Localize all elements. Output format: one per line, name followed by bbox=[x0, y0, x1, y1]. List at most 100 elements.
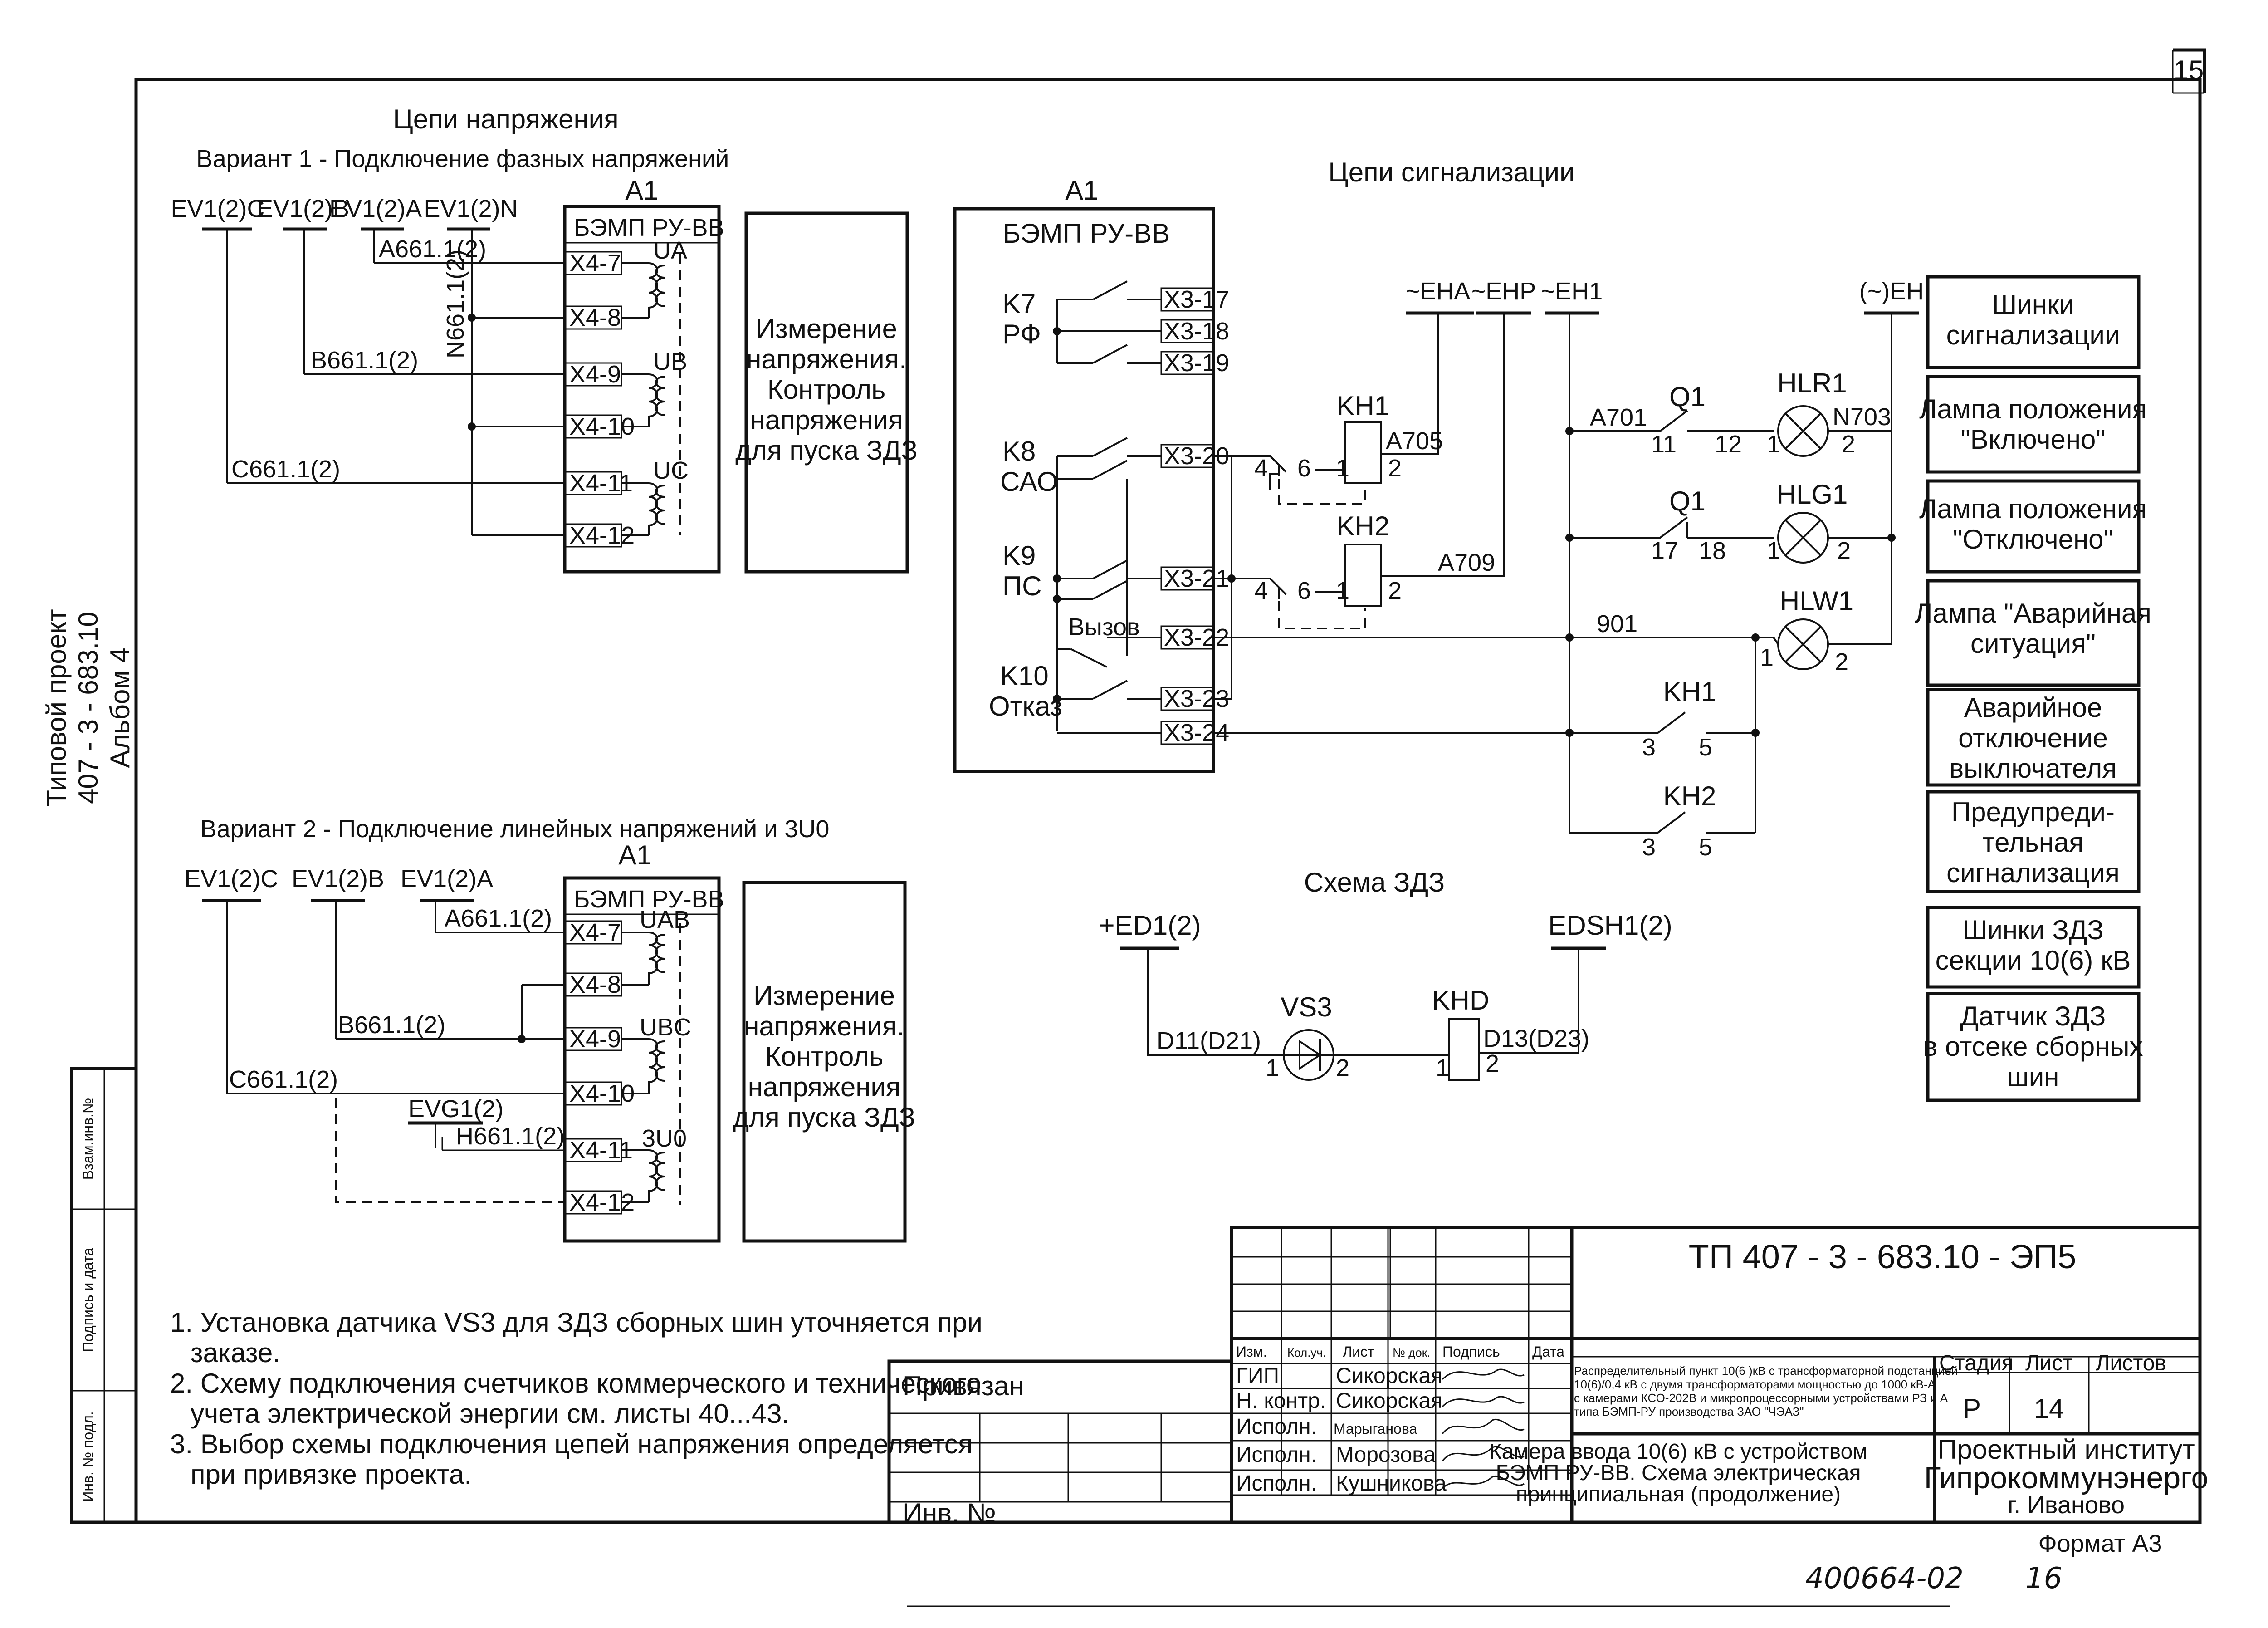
name-4: Морозова bbox=[1336, 1443, 1436, 1467]
role-5: Исполн. bbox=[1236, 1471, 1317, 1496]
signature-3 bbox=[1442, 1418, 1525, 1434]
m1-line-1: Измерение bbox=[756, 314, 897, 344]
kh2c-pin-3: 3 bbox=[1642, 834, 1656, 861]
kh2-pin-1: 1 bbox=[1336, 577, 1349, 604]
variant1-title: Вариант 1 - Подключение фазных напряжени… bbox=[196, 145, 729, 172]
bus-ehp: ~EHP bbox=[1471, 278, 1536, 305]
obj-desc-3: с камерами КСО-202В и микропроцессорными… bbox=[1574, 1391, 1948, 1405]
stage-label: Стадия bbox=[1939, 1351, 2014, 1375]
name-5: Кушникова bbox=[1336, 1471, 1447, 1496]
bus-eha: ~EHA bbox=[1406, 278, 1471, 305]
kh2c-pin-5: 5 bbox=[1699, 834, 1712, 861]
signal-diagram: A1 БЭМП РУ-ВВ K7 РФ K8 САО K9 ПС K10 Отк… bbox=[953, 175, 1924, 861]
v1-trans-ua: UA bbox=[653, 237, 687, 264]
name-1: Сикорская bbox=[1336, 1364, 1442, 1388]
vs3-pin-1: 1 bbox=[1266, 1054, 1279, 1082]
note-1b: заказе. bbox=[191, 1338, 280, 1368]
hdr-kol: Кол.уч. bbox=[1287, 1346, 1326, 1359]
khd-pin-1: 1 bbox=[1436, 1054, 1449, 1082]
legend-1b: сигнализации bbox=[1946, 320, 2120, 350]
v1-trans-uc: UC bbox=[653, 457, 689, 484]
zdz-diagram: +ED1(2) EDSH1(2) D11(D21) VS3 1 2 KHD 1 … bbox=[1099, 910, 1672, 1082]
v1-wire-n: N661.1(2) bbox=[442, 250, 469, 358]
v1-bus-n: EV1(2)N bbox=[424, 195, 518, 222]
v2-wire-evg: EVG1(2) bbox=[408, 1095, 503, 1123]
kh2-pin-2: 2 bbox=[1388, 577, 1402, 604]
tie-inv: Инв. № bbox=[903, 1498, 996, 1528]
hdr-podpis: Подпись bbox=[1442, 1344, 1500, 1360]
voltage-title: Цепи напряжения bbox=[393, 104, 618, 134]
lamp-hlw1: HLW1 bbox=[1780, 586, 1853, 616]
kh1-contact: KH1 bbox=[1663, 677, 1716, 707]
sig-term-3: X3-19 bbox=[1164, 349, 1229, 377]
zdz-sensor: VS3 bbox=[1281, 992, 1332, 1022]
signal-legend: Шинки сигнализации Лампа положения "Вклю… bbox=[1915, 275, 2151, 893]
tie-label: Привязан bbox=[903, 1371, 1024, 1401]
sheet-label: Лист bbox=[2025, 1351, 2072, 1375]
role-1: ГИП bbox=[1236, 1364, 1279, 1388]
relay-k8-func: САО bbox=[1000, 466, 1058, 497]
wire-n703: N703 bbox=[1833, 403, 1891, 431]
v1-device-ref: A1 bbox=[625, 175, 658, 206]
legend-3a: Лампа положения bbox=[1919, 494, 2147, 524]
v2-bus-c: EV1(2)C bbox=[184, 865, 278, 892]
relay-k9: K9 bbox=[1002, 540, 1036, 571]
m2-line-5: для пуска ЗДЗ bbox=[733, 1102, 915, 1133]
sheet-desc-3: принципиальная (продолжение) bbox=[1516, 1482, 1841, 1506]
v2-wire-b: B661.1(2) bbox=[338, 1011, 445, 1039]
hdr-ndok: № док. bbox=[1393, 1346, 1430, 1359]
m1-line-2: напряжения. bbox=[746, 344, 907, 374]
v1-wire-a: A661.1(2) bbox=[379, 235, 486, 263]
kh1-pin-2: 2 bbox=[1388, 455, 1402, 482]
v1-term-1: X4-7 bbox=[569, 250, 621, 277]
v2-wire-c: C661.1(2) bbox=[229, 1066, 338, 1093]
hlw1-pin-1: 1 bbox=[1760, 644, 1774, 671]
legend-5b: отключение bbox=[1958, 723, 2108, 753]
q1-pin-17: 17 bbox=[1651, 537, 1678, 564]
role-2: Н. контр. bbox=[1236, 1389, 1326, 1413]
zdz-wire-right: D13(D23) bbox=[1483, 1025, 1589, 1052]
hlr1-pin-1: 1 bbox=[1767, 431, 1780, 458]
stage-value: Р bbox=[1963, 1393, 1981, 1424]
sheets-label: Листов bbox=[2096, 1351, 2166, 1375]
legend-4b: ситуация" bbox=[1970, 628, 2096, 659]
v1-term-3: X4-9 bbox=[569, 361, 621, 388]
hlg1-pin-1: 1 bbox=[1767, 537, 1780, 564]
note-1: 1. Установка датчика VS3 для ЗДЗ сборных… bbox=[170, 1307, 982, 1338]
org-1: Проектный институт bbox=[1937, 1434, 2195, 1465]
q1-pin-12: 12 bbox=[1715, 431, 1742, 458]
side-title-1: Типовой проект bbox=[41, 609, 72, 806]
legend-2a: Лампа положения bbox=[1919, 394, 2147, 424]
kh1-pin-6: 6 bbox=[1297, 455, 1311, 482]
sheet-value: 14 bbox=[2034, 1393, 2064, 1424]
kh1c-pin-5: 5 bbox=[1699, 734, 1712, 761]
side-title-3: Альбом 4 bbox=[105, 647, 135, 768]
side-title: Типовой проект 407 - 3 - 683.10 Альбом 4 bbox=[41, 609, 135, 806]
org-2: Гипрокоммунэнерго bbox=[1924, 1461, 2209, 1495]
note-2b: учета электрической энергии см. листы 40… bbox=[191, 1398, 789, 1429]
relay-k10-func: Отказ bbox=[989, 691, 1062, 721]
v2-device-name: БЭМП РУ-ВВ bbox=[574, 886, 724, 913]
v2-bus-b: EV1(2)B bbox=[292, 865, 384, 892]
v2-term-3: X4-9 bbox=[569, 1025, 621, 1053]
lamp-hlg1: HLG1 bbox=[1777, 479, 1848, 510]
m1-line-5: для пуска ЗДЗ bbox=[735, 435, 918, 466]
hlr1-pin-2: 2 bbox=[1842, 431, 1855, 458]
khd-pin-2: 2 bbox=[1486, 1050, 1499, 1077]
legend-5c: выключателя bbox=[1949, 753, 2117, 784]
zdz-legend-2c: шин bbox=[2007, 1062, 2059, 1092]
name-2: Сикорская bbox=[1336, 1389, 1442, 1413]
bus-eh1: ~EH1 bbox=[1541, 278, 1603, 305]
legend-3b: "Отключено" bbox=[1953, 524, 2113, 554]
title-block: Изм. Кол.уч. Лист № док. Подпись Дата ГИ… bbox=[1230, 1226, 2209, 1524]
variant2-diagram: A1 EV1(2)C EV1(2)B EV1(2)A A661.1(2) B66… bbox=[184, 840, 724, 1243]
format-label: Формат А3 bbox=[2038, 1530, 2162, 1557]
kh1-pin-4: 4 bbox=[1254, 455, 1268, 482]
doc-code: ТП 407 - 3 - 683.10 - ЭП5 bbox=[1689, 1238, 2077, 1275]
v1-wire-b: B661.1(2) bbox=[311, 347, 418, 374]
m1-line-3: Контроль bbox=[767, 374, 886, 405]
side-stamp: Взам.инв.№ Подпись и дата Инв. № подл. bbox=[70, 1067, 138, 1524]
m2-line-4: напряжения bbox=[748, 1072, 901, 1102]
sig-device-ref: A1 bbox=[1065, 175, 1098, 206]
